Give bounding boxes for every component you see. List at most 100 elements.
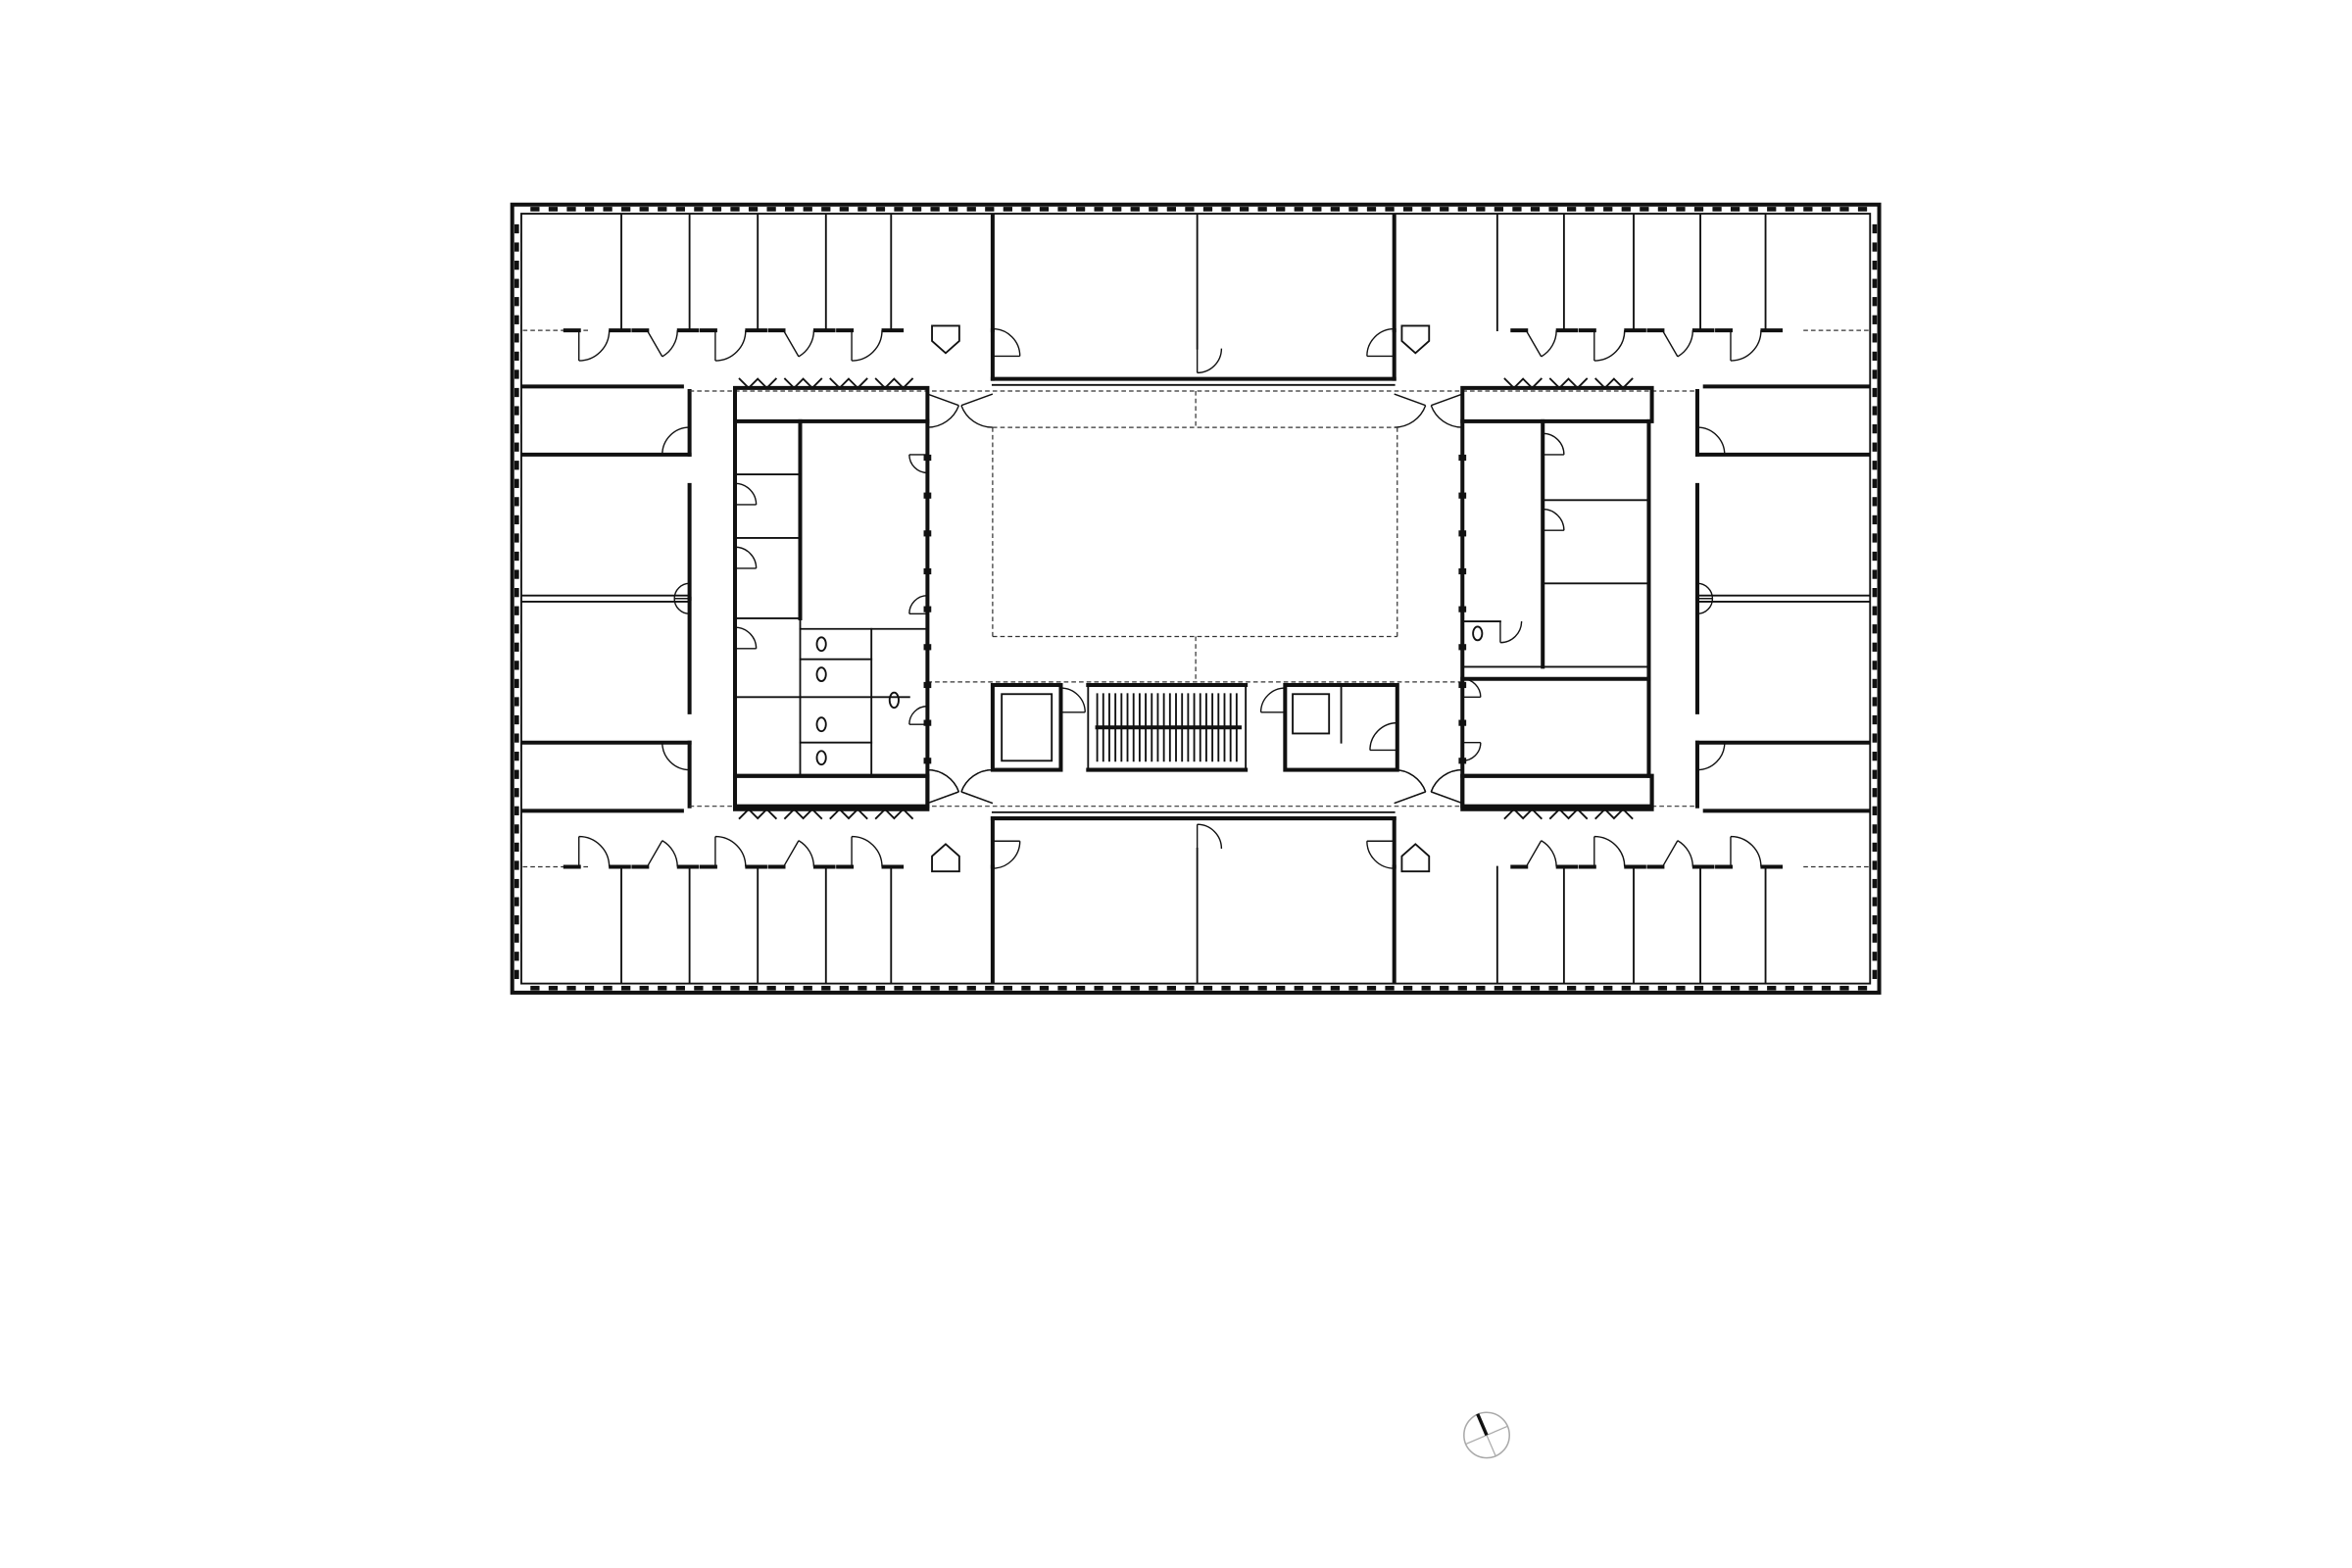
window-mullion (514, 788, 519, 798)
window-mullion (1872, 661, 1878, 670)
window-mullion (1402, 207, 1413, 212)
window-mullion (514, 733, 519, 743)
elevator-car (1001, 693, 1054, 762)
window-mullion (1221, 985, 1231, 991)
window-mullion (1494, 985, 1504, 991)
window-mullion (1566, 207, 1577, 212)
window-mullion (894, 985, 904, 991)
window-mullion (1512, 985, 1522, 991)
window-mullion (514, 806, 519, 815)
window-mullion (1872, 733, 1878, 743)
window-mullion (1457, 985, 1467, 991)
window-mullion (1257, 985, 1267, 991)
window-mullion (514, 533, 519, 543)
window-mullion (1585, 207, 1594, 212)
window-mullion (875, 207, 886, 212)
window-mullion (514, 952, 519, 961)
cabinet-door (829, 377, 868, 390)
toilet-icon (815, 666, 827, 683)
window-mullion (603, 207, 612, 212)
window-mullion (621, 985, 631, 991)
window-mullion (711, 985, 722, 991)
window-mullion (1857, 985, 1868, 991)
window-mullion (1348, 207, 1358, 212)
window-mullion (514, 752, 519, 761)
window-mullion (785, 985, 795, 991)
window-mullion (766, 207, 776, 212)
central-core (732, 390, 1654, 808)
window-mullion (514, 878, 519, 889)
window-mullion (584, 985, 595, 991)
storage-cabinet (732, 773, 930, 808)
cabinet-door (1594, 377, 1634, 390)
window-mullion (1057, 985, 1067, 991)
window-mullion (1872, 697, 1878, 707)
window-mullion (584, 207, 595, 212)
window-mullion (1872, 824, 1878, 834)
column (923, 492, 932, 499)
toilet-icon (815, 716, 827, 733)
window-mullion (1872, 769, 1878, 779)
window-mullion (1421, 985, 1431, 991)
window-mullion (514, 842, 519, 853)
window-mullion (1585, 985, 1594, 991)
window-mullion (514, 315, 519, 324)
window-mullion (1872, 752, 1878, 761)
window-mullion (911, 985, 922, 991)
window-mullion (514, 714, 519, 725)
window-mullion (675, 207, 685, 212)
window-mullion (1149, 985, 1158, 991)
window-mullion (766, 985, 776, 991)
window-mullion (858, 207, 867, 212)
window-mullion (1803, 985, 1813, 991)
window-mullion (748, 985, 759, 991)
window-mullion (1476, 207, 1486, 212)
window-mullion (514, 478, 519, 488)
window-mullion (1221, 207, 1231, 212)
window-mullion (1257, 207, 1267, 212)
corridor-door (1394, 393, 1427, 428)
window-mullion (1512, 207, 1522, 212)
column (923, 606, 932, 612)
window-mullion (1312, 985, 1322, 991)
toilet-icon (815, 750, 827, 766)
window-mullion (1872, 315, 1878, 324)
window-mullion (514, 678, 519, 689)
window-mullion (1872, 369, 1878, 379)
window-mullion (730, 207, 740, 212)
north-arrow-icon (1463, 1411, 1510, 1459)
window-mullion (1130, 985, 1140, 991)
window-mullion (730, 985, 740, 991)
room-door (908, 595, 928, 614)
window-mullion (658, 207, 667, 212)
window-mullion (514, 260, 519, 270)
shaft (1292, 693, 1331, 735)
window-mullion (1185, 207, 1195, 212)
cabinet-door (738, 377, 778, 390)
window-mullion (1872, 478, 1878, 488)
office-door (1593, 330, 1626, 362)
room-door (1499, 620, 1523, 644)
room-door (734, 546, 758, 569)
window-mullion (514, 406, 519, 416)
window-mullion (1039, 985, 1050, 991)
window-mullion (1872, 297, 1878, 307)
exterior-wall-outer (510, 202, 1882, 995)
window-mullion (1712, 985, 1722, 991)
window-mullion (1366, 207, 1377, 212)
window-mullion (1803, 207, 1813, 212)
window-mullion (1003, 985, 1012, 991)
window-mullion (1730, 985, 1740, 991)
meeting-room-door (992, 327, 1021, 358)
window-mullion (949, 985, 958, 991)
column (923, 454, 932, 462)
office-door (646, 329, 678, 358)
meeting-room-door (1196, 348, 1223, 374)
corridor-door (1430, 768, 1463, 805)
window-mullion (949, 207, 958, 212)
window-mullion (1640, 207, 1649, 212)
column (923, 719, 932, 726)
window-mullion (1603, 207, 1613, 212)
window-mullion (1057, 207, 1067, 212)
window-mullion (514, 514, 519, 525)
